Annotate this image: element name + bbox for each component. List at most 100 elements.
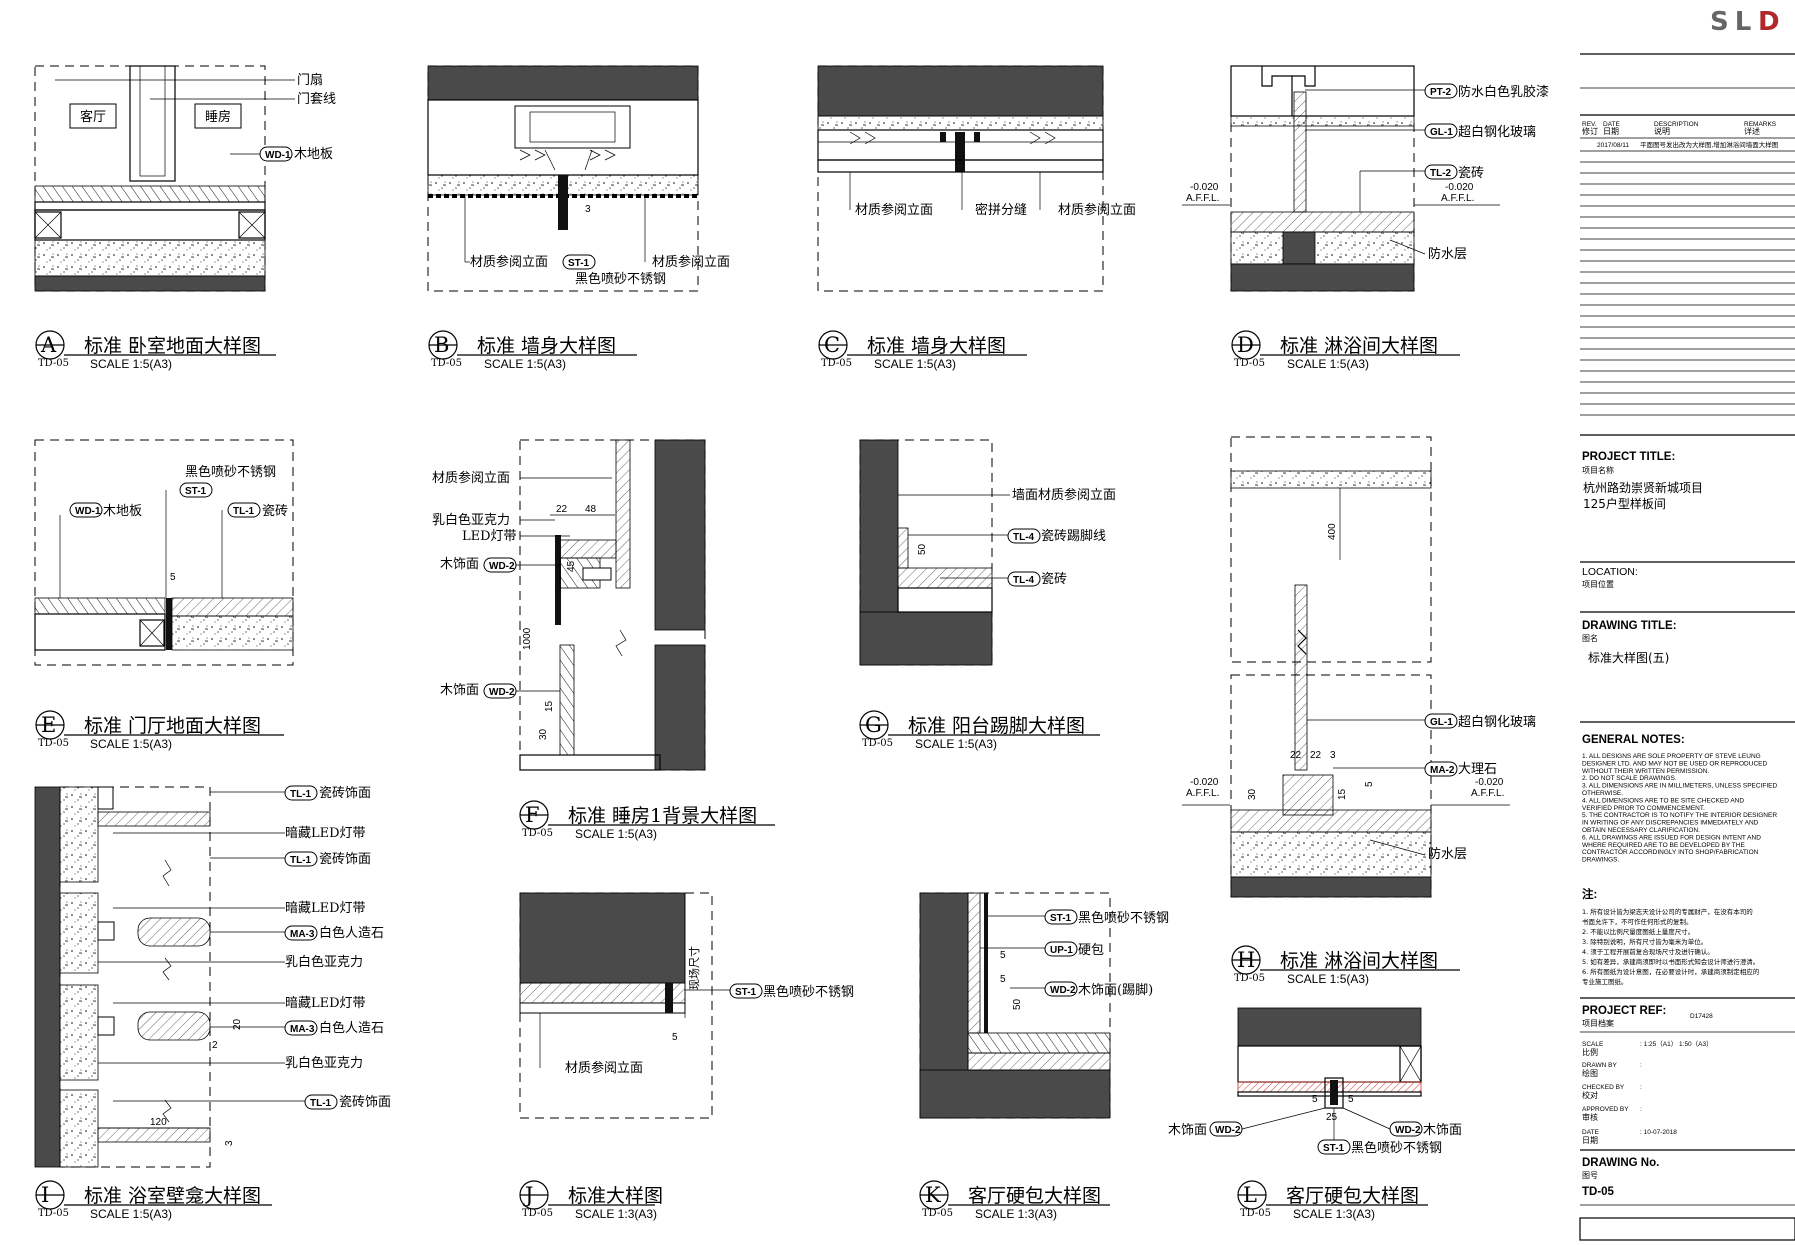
svg-text:说明: 说明 — [1654, 126, 1670, 136]
general-note-line: DRAWINGS. — [1582, 857, 1620, 864]
svg-text:22: 22 — [1290, 750, 1302, 761]
detail-i: TL-1 瓷砖饰面 暗藏LED灯带 TL-1 瓷砖饰面 暗藏LED灯带 MA-3… — [34, 785, 391, 1221]
label-butt-joint: 密拼分缝 — [975, 202, 1027, 218]
svg-text:-0.020: -0.020 — [1475, 777, 1504, 788]
tag-wd1 — [259, 146, 293, 162]
detail-f-title: 标准 睡房1背景大样图 — [568, 805, 757, 827]
svg-text:TD-05: TD-05 — [522, 828, 553, 839]
svg-text:30: 30 — [1247, 788, 1258, 800]
logo-text: SL — [1710, 7, 1757, 37]
svg-text:E: E — [41, 713, 56, 737]
svg-text:瓷砖饰面: 瓷砖饰面 — [319, 852, 371, 867]
svg-text:5: 5 — [1000, 974, 1006, 985]
svg-text:SCALE: SCALE — [1582, 1041, 1604, 1048]
label-site-size: 现场尺寸 — [687, 946, 701, 990]
svg-text:TL-1: TL-1 — [233, 506, 255, 517]
svg-text:A.F.F.L.: A.F.F.L. — [1186, 193, 1219, 204]
label-material-ref-f: 材质参阅立面 — [432, 470, 510, 486]
project-ref-value: D17428 — [1690, 1013, 1713, 1020]
general-note-line: OBTAIN NECESSARY CLARIFICATION. — [1582, 827, 1700, 834]
cn-note-line: 5. 如有差异，承建商须即时以书面形式知会设计师进行澄清。 — [1582, 957, 1759, 966]
svg-text:TD-05: TD-05 — [38, 358, 69, 369]
general-note-line: 2. DO NOT SCALE DRAWINGS. — [1582, 775, 1677, 782]
drawing-title-value: 标准大样图(五) — [1588, 650, 1669, 665]
detail-i-title: 标准 浴室壁龛大样图 — [84, 1185, 261, 1207]
svg-text:SCALE 1:5(A3): SCALE 1:5(A3) — [575, 827, 657, 841]
detail-g-title: 标准 阳台踢脚大样图 — [908, 715, 1085, 737]
cn-note-line: 6. 所有图纸为设计意图，在必要设计时，承建商须制定相应的 — [1582, 967, 1760, 976]
label-tile-skirting: 瓷砖踢脚线 — [1041, 528, 1106, 544]
svg-text:DATE: DATE — [1603, 121, 1621, 128]
svg-text:WD-2: WD-2 — [1050, 985, 1076, 996]
drawing-no-label: DRAWING No. — [1582, 1157, 1659, 1169]
detail-c: 材质参阅立面 密拼分缝 材质参阅立面 C TD-05 标准 墙身大样图 SCAL… — [817, 65, 1136, 371]
svg-text:ST-1: ST-1 — [1323, 1143, 1345, 1154]
svg-text:5: 5 — [1364, 781, 1375, 787]
svg-text:SCALE 1:5(A3): SCALE 1:5(A3) — [1287, 357, 1369, 371]
svg-text:A: A — [40, 333, 57, 357]
svg-text:比例: 比例 — [1582, 1047, 1598, 1057]
label-wall-material: 墙面材质参阅立面 — [1012, 487, 1116, 503]
svg-text::: : — [1640, 1106, 1642, 1113]
cn-note-line: 2. 不能以比例尺量度图纸上量度尺寸。 — [1582, 927, 1694, 936]
svg-text::: : — [1640, 1084, 1642, 1091]
svg-text:REV.: REV. — [1582, 121, 1597, 128]
cn-note-line: 3. 除特别说明，所有尺寸皆为毫米为单位。 — [1582, 937, 1707, 946]
general-note-line: 5. THE CONTRACTOR IS TO NOTIFY THE INTER… — [1582, 812, 1777, 819]
detail-k: ST-1 黑色喷砂不锈钢 UP-1 硬包 WD-2 木饰面(踢脚) 5 5 50… — [919, 892, 1169, 1221]
label-waterproof-layer: 防水层 — [1428, 246, 1467, 262]
svg-text:A.F.F.L.: A.F.F.L. — [1441, 193, 1474, 204]
svg-text:3: 3 — [585, 204, 591, 215]
drawing-title-label: DRAWING TITLE: — [1582, 620, 1677, 632]
svg-text:白色人造石: 白色人造石 — [319, 925, 384, 941]
svg-text:材质参阅立面: 材质参阅立面 — [855, 202, 933, 218]
detail-a: 客厅 睡房 门扇 门套线 WD-1 木地板 A TD-05 标准 卧室地面大样图… — [34, 65, 336, 371]
svg-text:C: C — [824, 333, 840, 357]
svg-text:15: 15 — [544, 700, 555, 712]
svg-text:120: 120 — [150, 1117, 167, 1128]
svg-text:UP-1: UP-1 — [1050, 945, 1073, 956]
signature-box — [1579, 1217, 1795, 1241]
svg-text:乳白色亚克力: 乳白色亚克力 — [285, 954, 363, 970]
svg-text:暗藏LED灯带: 暗藏LED灯带 — [285, 996, 366, 1011]
project-title-line-1: 杭州路劲崇贤新城项目 — [1583, 480, 1703, 495]
svg-text:APPROVED BY: APPROVED BY — [1582, 1106, 1629, 1113]
svg-text:5: 5 — [1312, 1094, 1318, 1105]
svg-text:25: 25 — [1326, 1112, 1338, 1123]
svg-text:50: 50 — [917, 543, 928, 555]
svg-text:3: 3 — [1330, 750, 1336, 761]
svg-text:TL-2: TL-2 — [1430, 168, 1452, 179]
svg-text:GL-1: GL-1 — [1430, 717, 1453, 728]
detail-e-title: 标准 门厅地面大样图 — [84, 715, 261, 737]
cn-note-line: 4. 须于工程开展前复合现场尺寸及进行确认。 — [1582, 947, 1714, 956]
revision-date: 2017/08/11 — [1597, 142, 1629, 149]
label-black-steel-j: 黑色喷砂不锈钢 — [763, 984, 854, 1000]
general-note-line: 4. ALL DIMENSIONS ARE TO BE SITE CHECKED… — [1582, 797, 1744, 804]
label-wood-l1: 木饰面 — [1168, 1123, 1207, 1138]
svg-text:5: 5 — [1000, 950, 1006, 961]
detail-c-title: 标准 墙身大样图 — [867, 335, 1006, 357]
svg-text:TL-4: TL-4 — [1013, 532, 1035, 543]
svg-text:WD-2: WD-2 — [489, 561, 515, 572]
svg-text:SCALE 1:3(A3): SCALE 1:3(A3) — [1293, 1207, 1375, 1221]
svg-text:SCALE 1:5(A3): SCALE 1:5(A3) — [1287, 972, 1369, 986]
svg-text:5: 5 — [672, 1032, 678, 1043]
general-note-line: VERIFIED PRIOR TO COMMENCEMENT. — [1582, 805, 1705, 812]
detail-a-title: 标准 卧室地面大样图 — [84, 335, 261, 357]
label-black-steel-e: 黑色喷砂不锈钢 — [185, 464, 276, 480]
svg-text:TD-05: TD-05 — [1234, 973, 1265, 984]
svg-text:D: D — [1237, 333, 1254, 357]
cn-note-line: 专业施工图纸。 — [1582, 977, 1628, 986]
svg-text:白色人造石: 白色人造石 — [319, 1020, 384, 1036]
svg-text:MA-2: MA-2 — [1430, 765, 1455, 776]
general-note-line: OTHERWISE. — [1582, 790, 1623, 797]
svg-text:-0.020: -0.020 — [1190, 182, 1219, 193]
detail-j: 现场尺寸 ST-1 黑色喷砂不锈钢 材质参阅立面 5 J TD-05 标准大样图… — [519, 892, 854, 1221]
svg-text:15: 15 — [1337, 788, 1348, 800]
svg-text:WD-2: WD-2 — [1395, 1125, 1421, 1136]
svg-text:ST-1: ST-1 — [1050, 913, 1072, 924]
svg-text:详述: 详述 — [1744, 126, 1760, 136]
svg-text:图名: 图名 — [1582, 633, 1598, 643]
general-notes-label: GENERAL NOTES: — [1582, 734, 1685, 746]
svg-text:MA-3: MA-3 — [290, 1024, 315, 1035]
